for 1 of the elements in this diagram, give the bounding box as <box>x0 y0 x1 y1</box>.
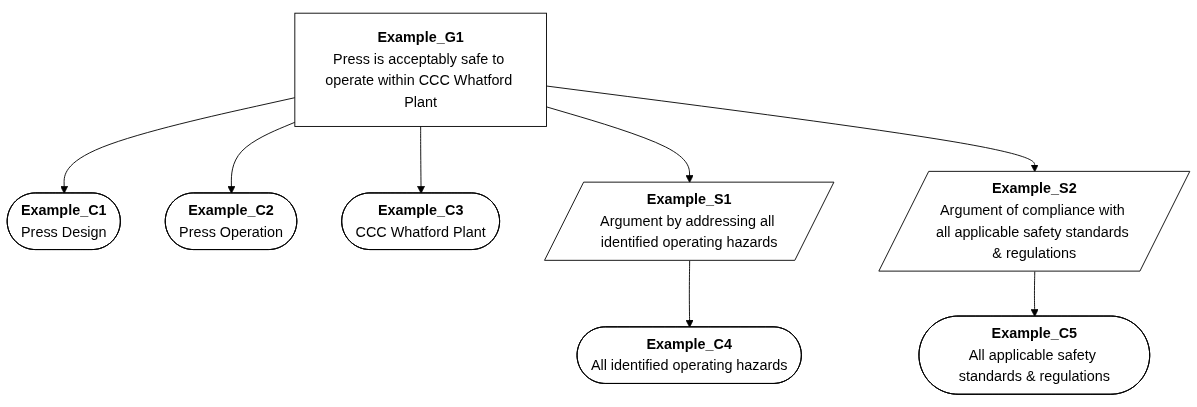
node-box: Example_G1 Press is acceptably safe to operate within CCC Whatford Plant <box>294 12 547 127</box>
